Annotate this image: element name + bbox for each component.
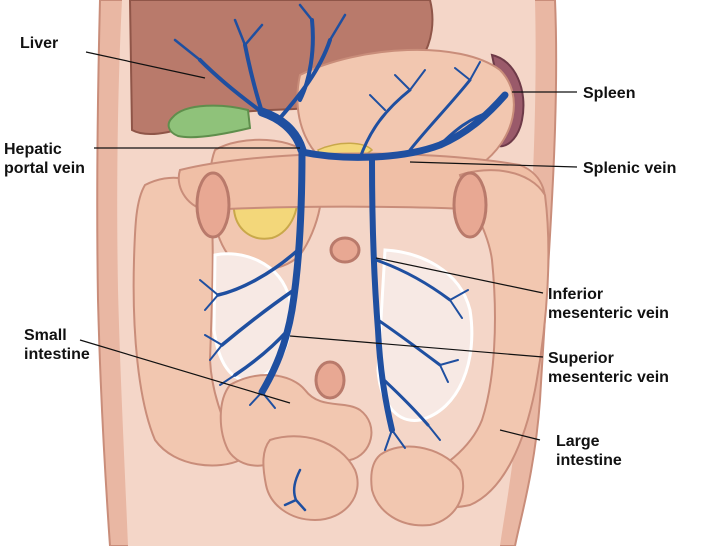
sm-branches-left xyxy=(216,248,300,377)
vein-network xyxy=(173,3,509,512)
sigmoid-colon xyxy=(370,445,465,527)
label-inferior-mesenteric-vein: Inferior mesenteric vein xyxy=(548,286,669,322)
sm-twigs xyxy=(199,279,276,409)
leader-liver xyxy=(85,51,206,79)
leader-superior-mesenteric-vein xyxy=(289,335,544,358)
inferior-mesenteric-vein xyxy=(369,157,395,433)
label-hepatic-portal-vein: Hepatic portal vein xyxy=(4,141,85,177)
small-intestine-lower xyxy=(262,435,359,522)
leader-splenic-vein xyxy=(409,161,578,168)
label-small-intestine: Small intestine xyxy=(24,327,90,363)
cut-colon-end-right xyxy=(452,171,488,239)
im-twigs xyxy=(384,289,469,451)
leader-small-intestine xyxy=(79,339,291,404)
label-liver: Liver xyxy=(20,35,59,52)
small-intestine-loops xyxy=(219,374,373,467)
cut-colon-end-left xyxy=(195,171,231,239)
superior-mesenteric-vein xyxy=(258,148,306,396)
im-branches xyxy=(374,258,452,427)
label-large-intestine: Large intestine xyxy=(556,433,622,469)
label-spleen: Spleen xyxy=(583,85,636,102)
gallbladder xyxy=(167,104,252,139)
liver-vein-twigs xyxy=(173,3,347,62)
label-splenic-vein: Splenic vein xyxy=(583,160,677,177)
liver-vein-branches xyxy=(198,18,332,120)
label-superior-mesenteric-vein: Superior mesenteric vein xyxy=(548,350,669,386)
leader-inferior-mesenteric-vein xyxy=(375,257,544,294)
hepatic-portal-vein xyxy=(257,107,307,155)
leader-lines xyxy=(79,51,578,441)
leader-large-intestine xyxy=(499,429,541,441)
cut-bowel-end-lower xyxy=(314,360,346,400)
small-intestine-veins xyxy=(283,468,307,512)
gastric-twigs xyxy=(369,61,481,111)
gastric-branches xyxy=(358,78,492,160)
cut-bowel-end-center xyxy=(329,236,361,264)
